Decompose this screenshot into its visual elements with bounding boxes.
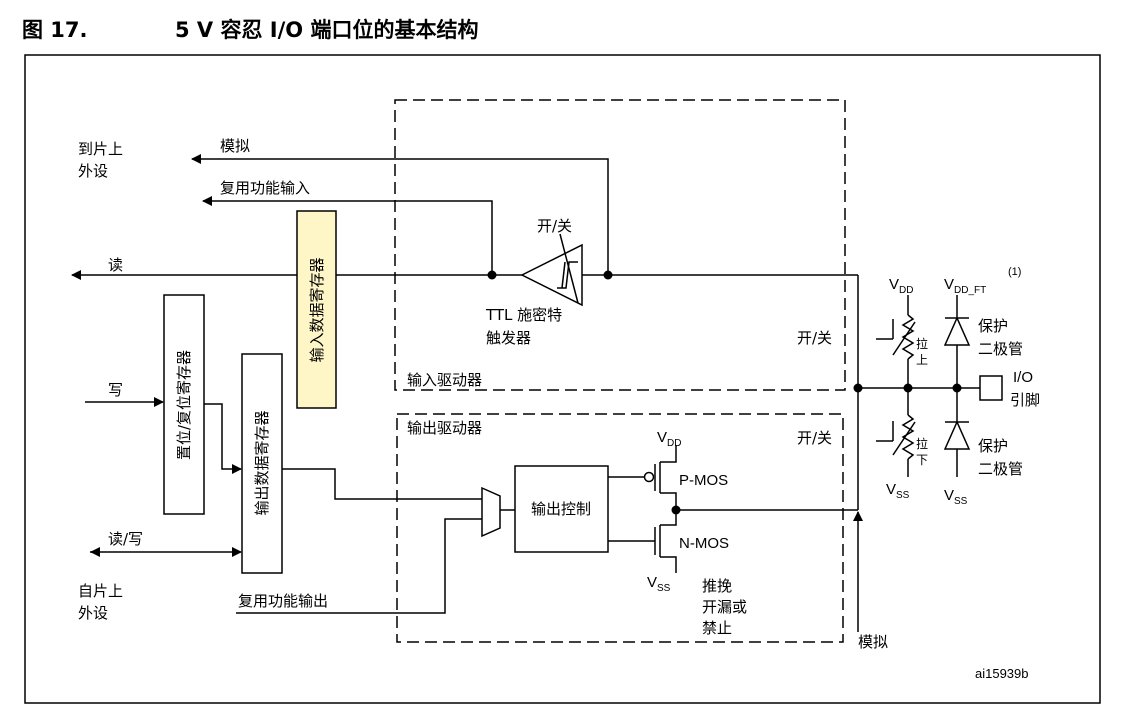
mode-label-1: 推挽 (702, 577, 732, 595)
to-peripheral-label-1: 到片上 (78, 140, 123, 158)
input-driver-label: 输入驱动器 (407, 371, 482, 389)
hysteresis-symbol (557, 261, 578, 289)
pmos-label: P-MOS (679, 472, 728, 489)
pull-down-label-1: 拉 (916, 436, 928, 451)
junction-dot (487, 270, 497, 280)
alt-func-output-label: 复用功能输出 (238, 592, 328, 610)
odr-to-mux-line (282, 468, 482, 500)
vdd-ft-label: VDD_FT (944, 276, 986, 296)
output-control-label: 输出控制 (531, 500, 591, 518)
from-peripheral-label-2: 外设 (78, 604, 108, 622)
output-driver-box (396, 413, 844, 643)
alt-func-input-label: 复用功能输入 (220, 179, 310, 197)
trigger-onoff-label: 开/关 (537, 217, 572, 235)
pull-down-label-2: 下 (916, 453, 928, 467)
from-peripheral-label-1: 自片上 (78, 582, 123, 600)
pulldown-onoff-label: 开/关 (797, 429, 832, 447)
pull-up-label-2: 上 (916, 353, 928, 367)
pull-down-resistor (901, 414, 915, 460)
vss-rail2-label: VSS (944, 487, 968, 507)
output-data-register-label: 输出数据寄存器 (253, 410, 271, 515)
io-pin-label-1: I/O (1013, 369, 1033, 386)
figure-id-code: ai15939b (975, 666, 1029, 681)
nmos-label: N-MOS (679, 535, 729, 552)
analog-out-label: 模拟 (858, 633, 888, 651)
input-driver-box (394, 99, 846, 391)
output-control-block (514, 465, 609, 553)
mode-label-3: 禁止 (702, 619, 732, 637)
diode-top-label-1: 保护 (978, 317, 1008, 335)
vdd-main-label: VDD (657, 429, 681, 449)
ttl-schmitt-label-1: TTL 施密特 (485, 306, 562, 324)
read-label: 读 (108, 256, 123, 274)
diode-bottom-label-2: 二极管 (978, 460, 1023, 478)
trigger-onoff-control-line (559, 233, 579, 304)
write-label: 写 (108, 381, 123, 399)
read-write-label: 读/写 (108, 530, 143, 548)
to-peripheral-label-2: 外设 (78, 162, 108, 180)
junction-dot (603, 270, 613, 280)
schmitt-trigger (520, 243, 583, 307)
vss-rail-label: VSS (886, 481, 910, 501)
vss-main-label: VSS (647, 574, 671, 594)
pullup-onoff-label: 开/关 (797, 329, 832, 347)
alt-func-output-line (236, 518, 482, 614)
vdd-rail-label: VDD (889, 276, 913, 296)
output-data-register (241, 353, 283, 574)
protection-diode-bottom (943, 420, 971, 450)
input-data-register-label: 输入数据寄存器 (308, 257, 326, 362)
pull-up-resistor (901, 314, 915, 360)
diode-bottom-label-1: 保护 (978, 437, 1008, 455)
figure-number: 图 17. (22, 18, 88, 42)
mode-label-2: 开漏或 (702, 598, 747, 616)
output-driver-label: 输出驱动器 (407, 419, 482, 437)
protection-diode-top (943, 316, 971, 346)
vdd-ft-footnote: (1) (1008, 266, 1021, 278)
figure-title: 5 V 容忍 I/O 端口位的基本结构 (175, 18, 478, 42)
figure-frame (24, 54, 1101, 704)
pull-up-label-1: 拉 (916, 336, 928, 351)
analog-input-line (191, 154, 609, 275)
diode-top-label-2: 二极管 (978, 340, 1023, 358)
analog-in-label: 模拟 (220, 137, 250, 155)
alt-func-input-line (202, 196, 493, 275)
pmos-gate-bubble (643, 471, 655, 483)
bit-set-reset-register (163, 294, 205, 515)
output-mux (481, 486, 501, 538)
bsrr-to-odr-line (204, 403, 242, 474)
input-data-register (296, 210, 337, 409)
ttl-schmitt-label-2: 触发器 (486, 329, 531, 347)
bit-set-reset-register-label: 置位/复位寄存器 (175, 350, 193, 460)
io-pin-pad (979, 375, 1003, 401)
io-pin-label-2: 引脚 (1010, 391, 1040, 409)
